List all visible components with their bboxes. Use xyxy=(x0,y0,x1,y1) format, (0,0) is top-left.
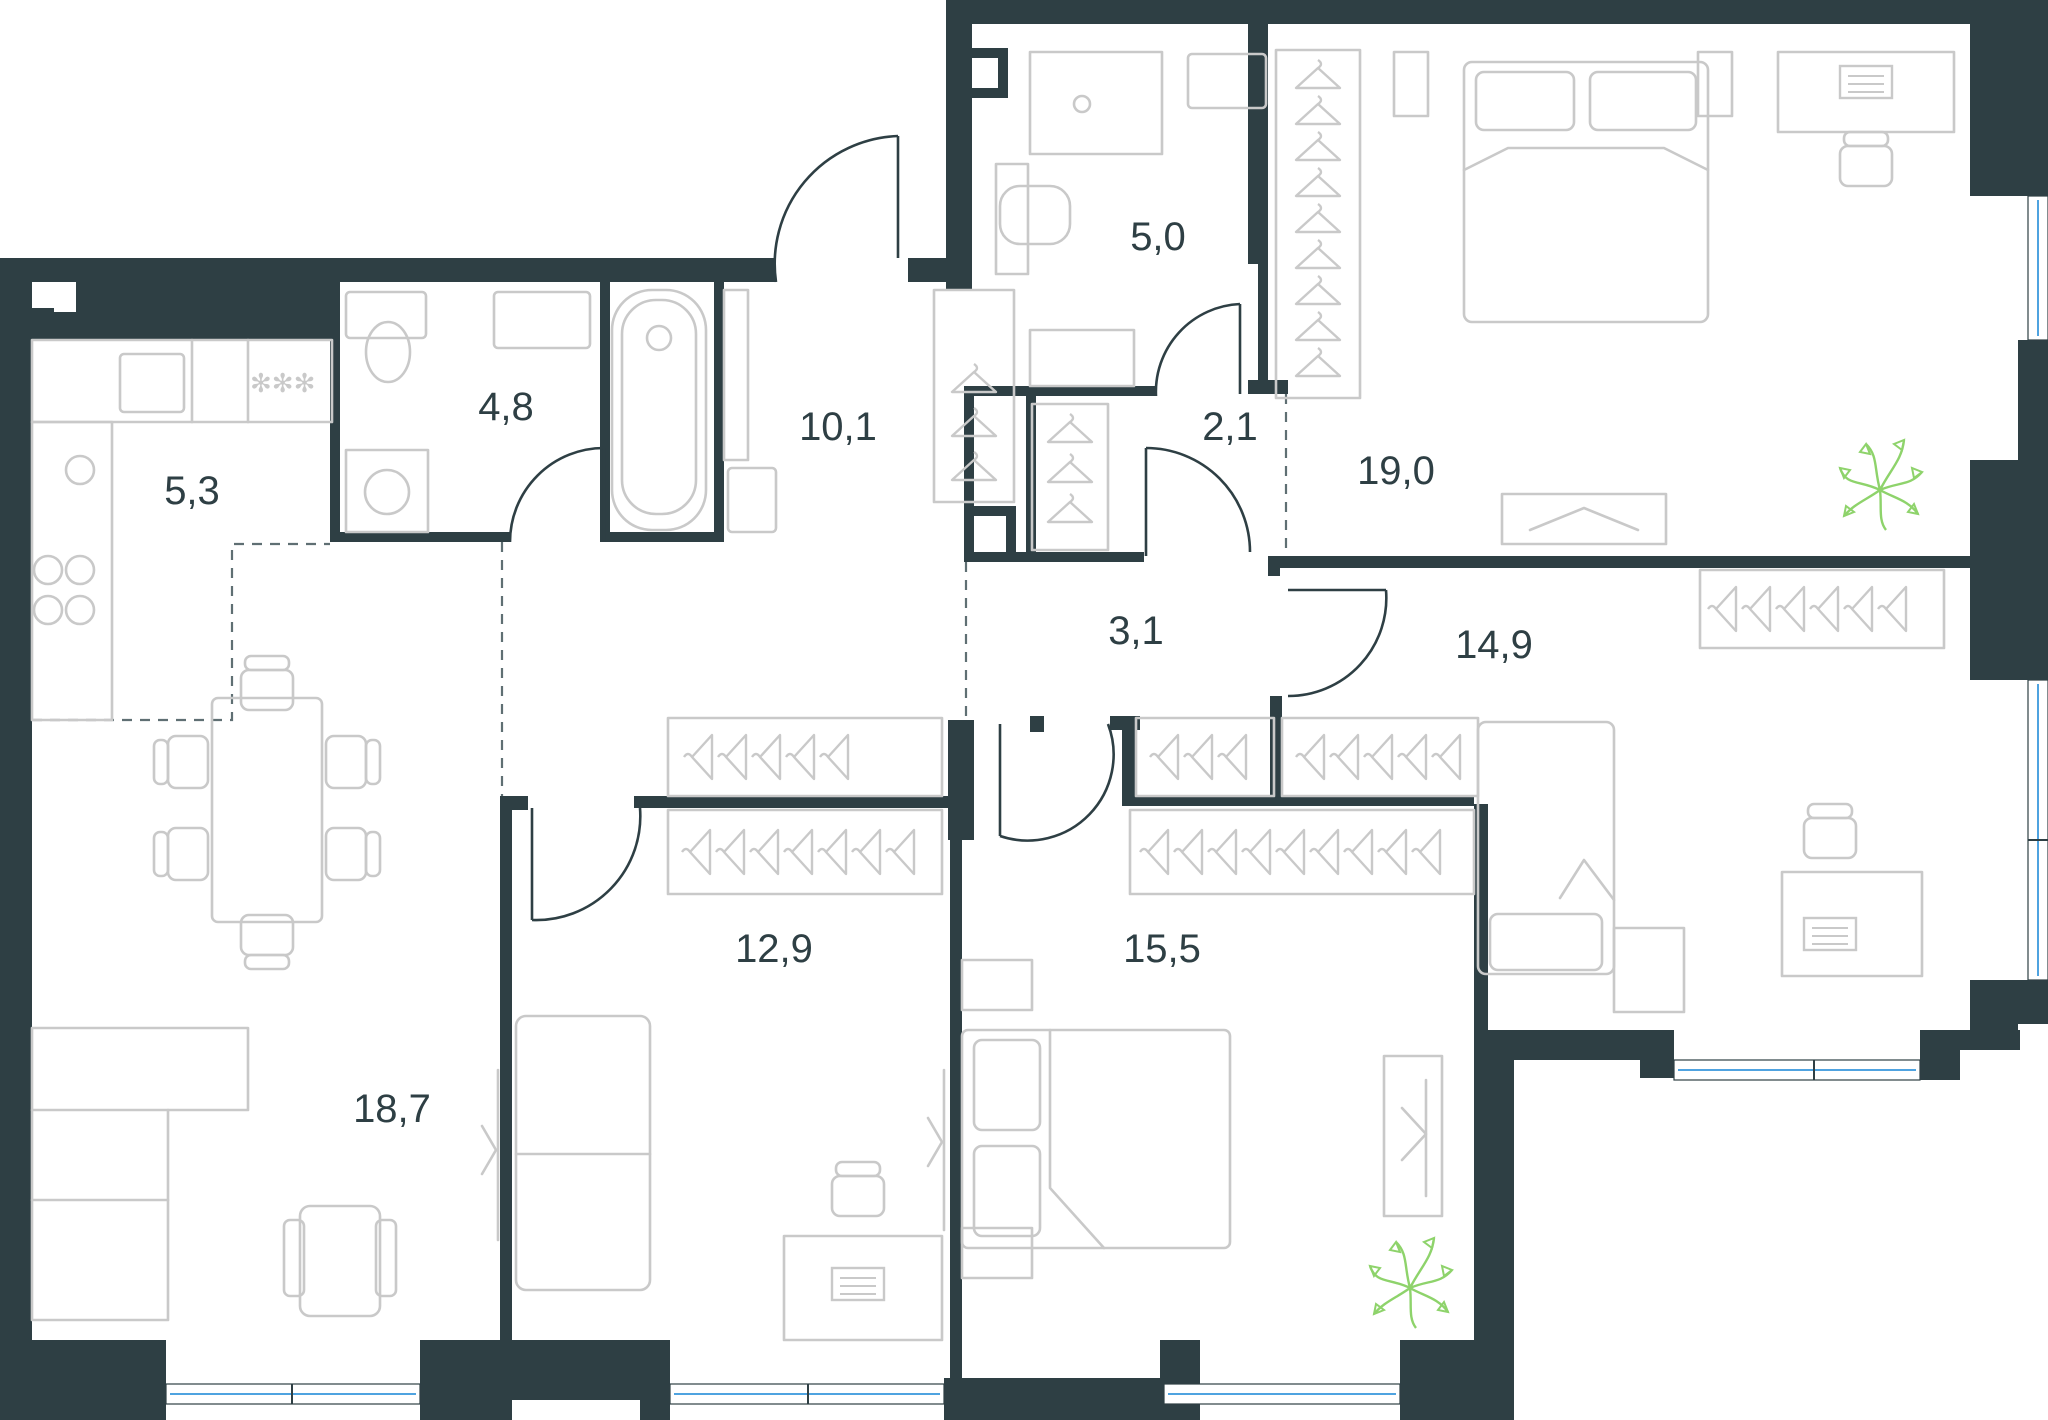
zone-dividers xyxy=(32,394,1288,796)
bed-icon xyxy=(960,1028,1232,1250)
room-area-bedroom-east: 14,9 xyxy=(1455,623,1533,667)
tv-stand xyxy=(1500,492,1668,546)
tv-stand xyxy=(1382,1054,1444,1218)
sink-icon xyxy=(492,290,592,350)
armchair xyxy=(298,1204,382,1318)
windows xyxy=(165,195,2048,1405)
room-area-kitchen: 5,3 xyxy=(164,469,220,513)
doors xyxy=(508,134,1388,922)
plant-icon xyxy=(1368,1236,1454,1330)
desk xyxy=(1780,870,1924,978)
dining-table xyxy=(210,696,324,924)
sofa xyxy=(30,1026,250,1322)
room-area-bedroom-south: 15,5 xyxy=(1123,927,1201,971)
desk xyxy=(782,1234,944,1342)
living-furniture xyxy=(30,1026,500,1322)
sink-icon xyxy=(1186,52,1268,110)
sink-icon xyxy=(118,352,186,414)
room-area-bedroom-mid: 12,9 xyxy=(735,927,813,971)
east-bedroom-furniture xyxy=(1476,568,1946,1014)
toilet-icon xyxy=(998,184,1072,246)
room-area-corridor: 3,1 xyxy=(1108,609,1164,653)
kitchen-furniture: ✻✻✻ xyxy=(30,338,334,722)
master-bedroom-furniture xyxy=(1392,50,1956,546)
corridor-wardrobes xyxy=(666,716,1480,798)
mid-bedroom-furniture xyxy=(514,808,946,1342)
room-area-bath-2: 5,0 xyxy=(1130,215,1186,259)
bath-2-fixtures xyxy=(994,50,1268,388)
room-area-master-bedroom: 19,0 xyxy=(1357,449,1435,493)
stove-icon: ✻✻✻ xyxy=(250,369,315,399)
toilet-icon xyxy=(344,290,428,340)
entry-wardrobe xyxy=(932,288,1016,504)
washing-machine-icon xyxy=(344,448,430,534)
south-bedroom-furniture xyxy=(960,808,1476,1330)
bath-1-fixtures xyxy=(344,288,778,534)
closet-hangers xyxy=(1030,48,1362,552)
bathtub-icon xyxy=(610,288,708,532)
plant-icon xyxy=(1838,438,1924,532)
bed-icon xyxy=(1476,720,1616,976)
room-area-living: 18,7 xyxy=(353,1087,431,1131)
room-area-closet: 2,1 xyxy=(1202,405,1258,449)
shower-icon xyxy=(1028,50,1164,156)
room-labels: 18,7 5,3 4,8 10,1 5,0 2,1 19,0 3,1 14,9 … xyxy=(164,215,1533,1131)
kettle-icon xyxy=(64,454,96,486)
room-area-bath-1: 4,8 xyxy=(478,385,534,429)
bed-icon xyxy=(1462,60,1710,324)
room-area-hall: 10,1 xyxy=(799,405,877,449)
dining-area xyxy=(152,654,382,971)
